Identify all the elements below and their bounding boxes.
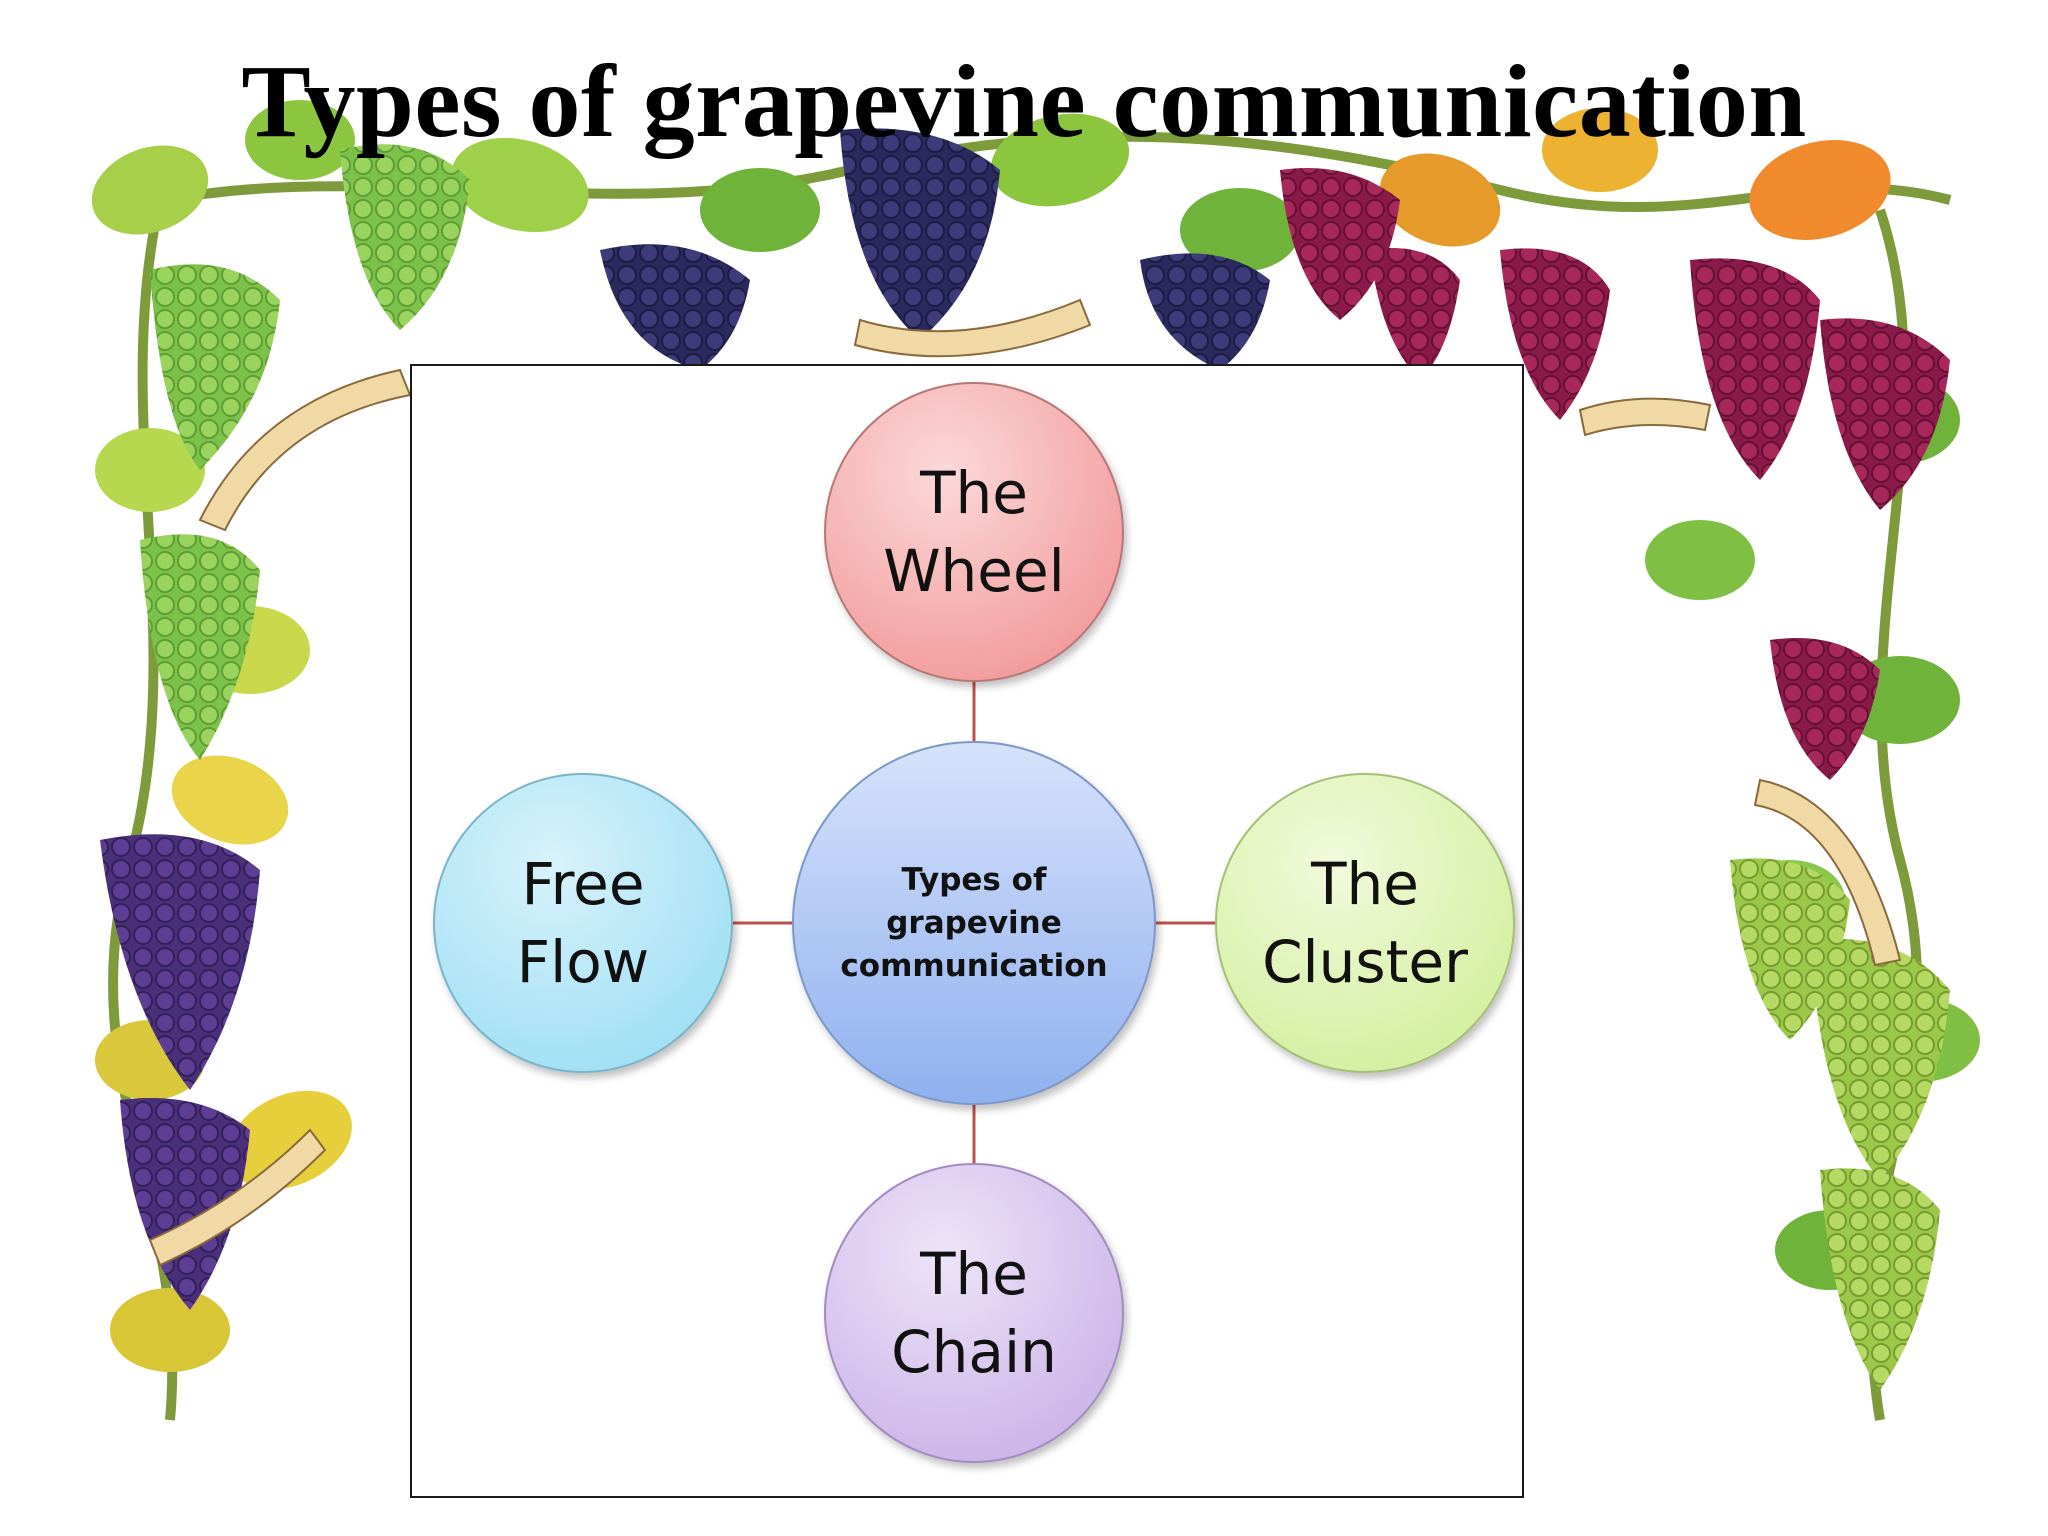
node-chain <box>824 1163 1124 1463</box>
node-wheel-label: The Wheel <box>883 459 1065 605</box>
node-free-flow <box>433 773 733 1073</box>
radial-diagram <box>433 382 1515 1463</box>
diagram-frame: The Wheel Free Flow The Cluster The Chai… <box>410 364 1524 1498</box>
node-cluster-label: The Cluster <box>1262 850 1468 996</box>
node-center <box>792 741 1156 1105</box>
slide-title: Types of grapevine communication <box>241 44 1807 159</box>
node-cluster <box>1215 773 1515 1073</box>
node-free-flow-label: Free Flow <box>516 850 650 996</box>
node-center-label: Types of grapevine communication <box>840 861 1108 984</box>
node-chain-label: The Chain <box>891 1240 1057 1386</box>
node-wheel <box>824 382 1124 682</box>
